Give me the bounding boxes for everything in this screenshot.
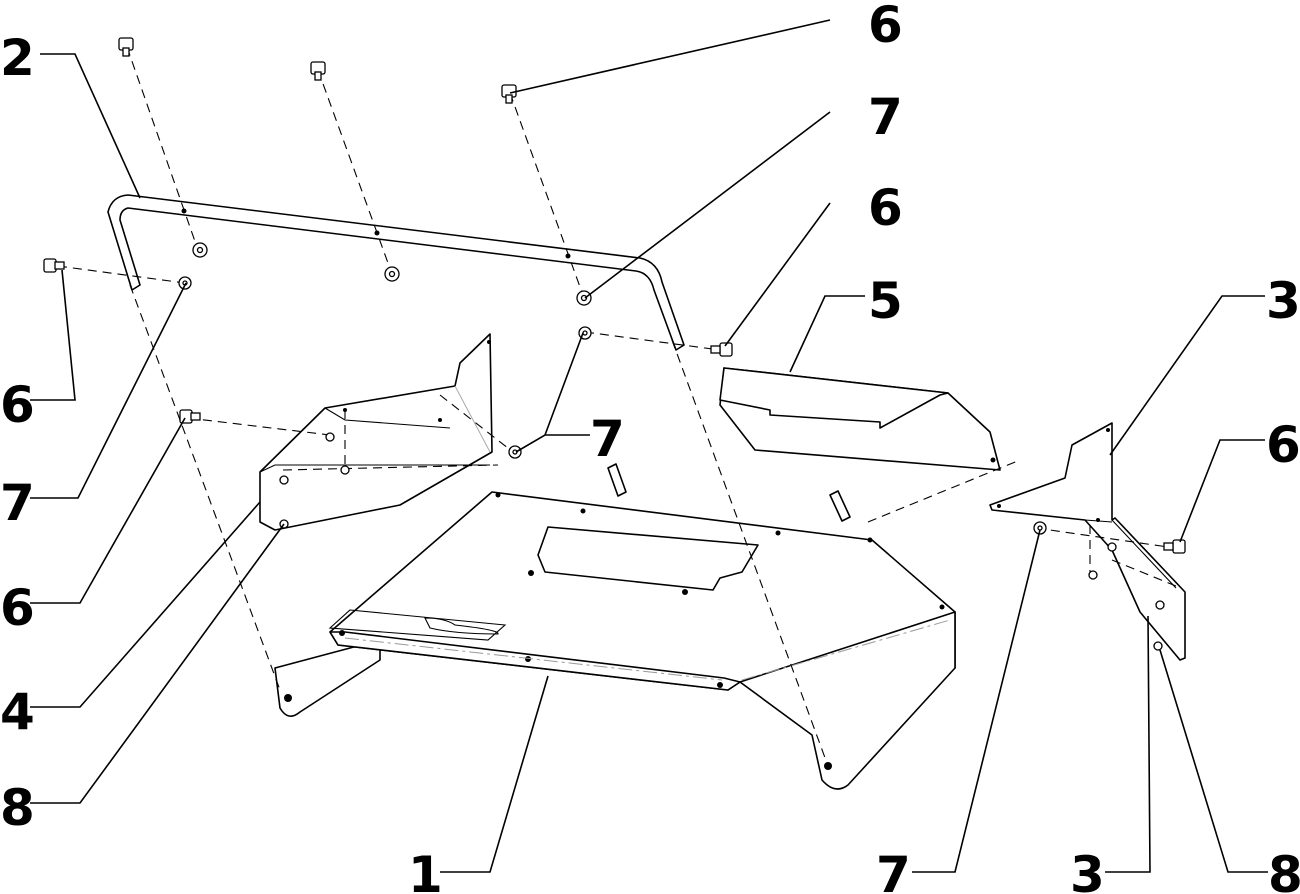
callout-8: 8 (1268, 846, 1300, 894)
nut-8-icon (1088, 542, 1165, 651)
callout-5: 5 (868, 272, 903, 330)
callout-7: 7 (0, 474, 35, 532)
bolt-6-icon (1163, 539, 1186, 554)
bolt-6-icon (179, 409, 201, 424)
callout-6: 6 (0, 376, 35, 434)
bolt-6-icon (118, 37, 134, 57)
nut-7-icon (192, 242, 208, 258)
part-1-deck-plate (274, 463, 956, 790)
callout-6: 6 (0, 579, 35, 637)
callout-7: 7 (876, 846, 911, 894)
callout-6: 6 (1266, 416, 1300, 474)
callout-2: 2 (0, 29, 35, 87)
bolt-6-icon (43, 258, 65, 273)
callout-7: 7 (868, 88, 903, 146)
callout-3: 3 (1266, 272, 1300, 330)
nut-7-icon (576, 290, 592, 306)
part-4-left-bracket (259, 333, 493, 531)
nut-7-icon (508, 445, 522, 459)
bolt-6-icon (310, 61, 326, 81)
callout-1: 1 (408, 846, 443, 894)
leader-lines (30, 19, 1268, 873)
part-3-right-bracket (989, 422, 1186, 661)
bolt-6-icon (710, 342, 733, 357)
assembly-lines (57, 46, 1177, 767)
nut-7-icon (178, 276, 192, 290)
callout-6: 6 (868, 0, 903, 54)
callout-7: 7 (590, 410, 625, 468)
nut-7-icon (1033, 521, 1047, 535)
callout-8: 8 (0, 779, 35, 837)
hardware (43, 37, 1186, 651)
part-2-bumper-bar (107, 194, 685, 351)
part-5-rear-shield (719, 367, 1001, 471)
callout-6: 6 (868, 179, 903, 237)
nut-7-icon (384, 266, 400, 282)
bolt-6-icon (501, 84, 517, 104)
callout-4: 4 (0, 683, 35, 741)
callout-3: 3 (1070, 846, 1105, 894)
